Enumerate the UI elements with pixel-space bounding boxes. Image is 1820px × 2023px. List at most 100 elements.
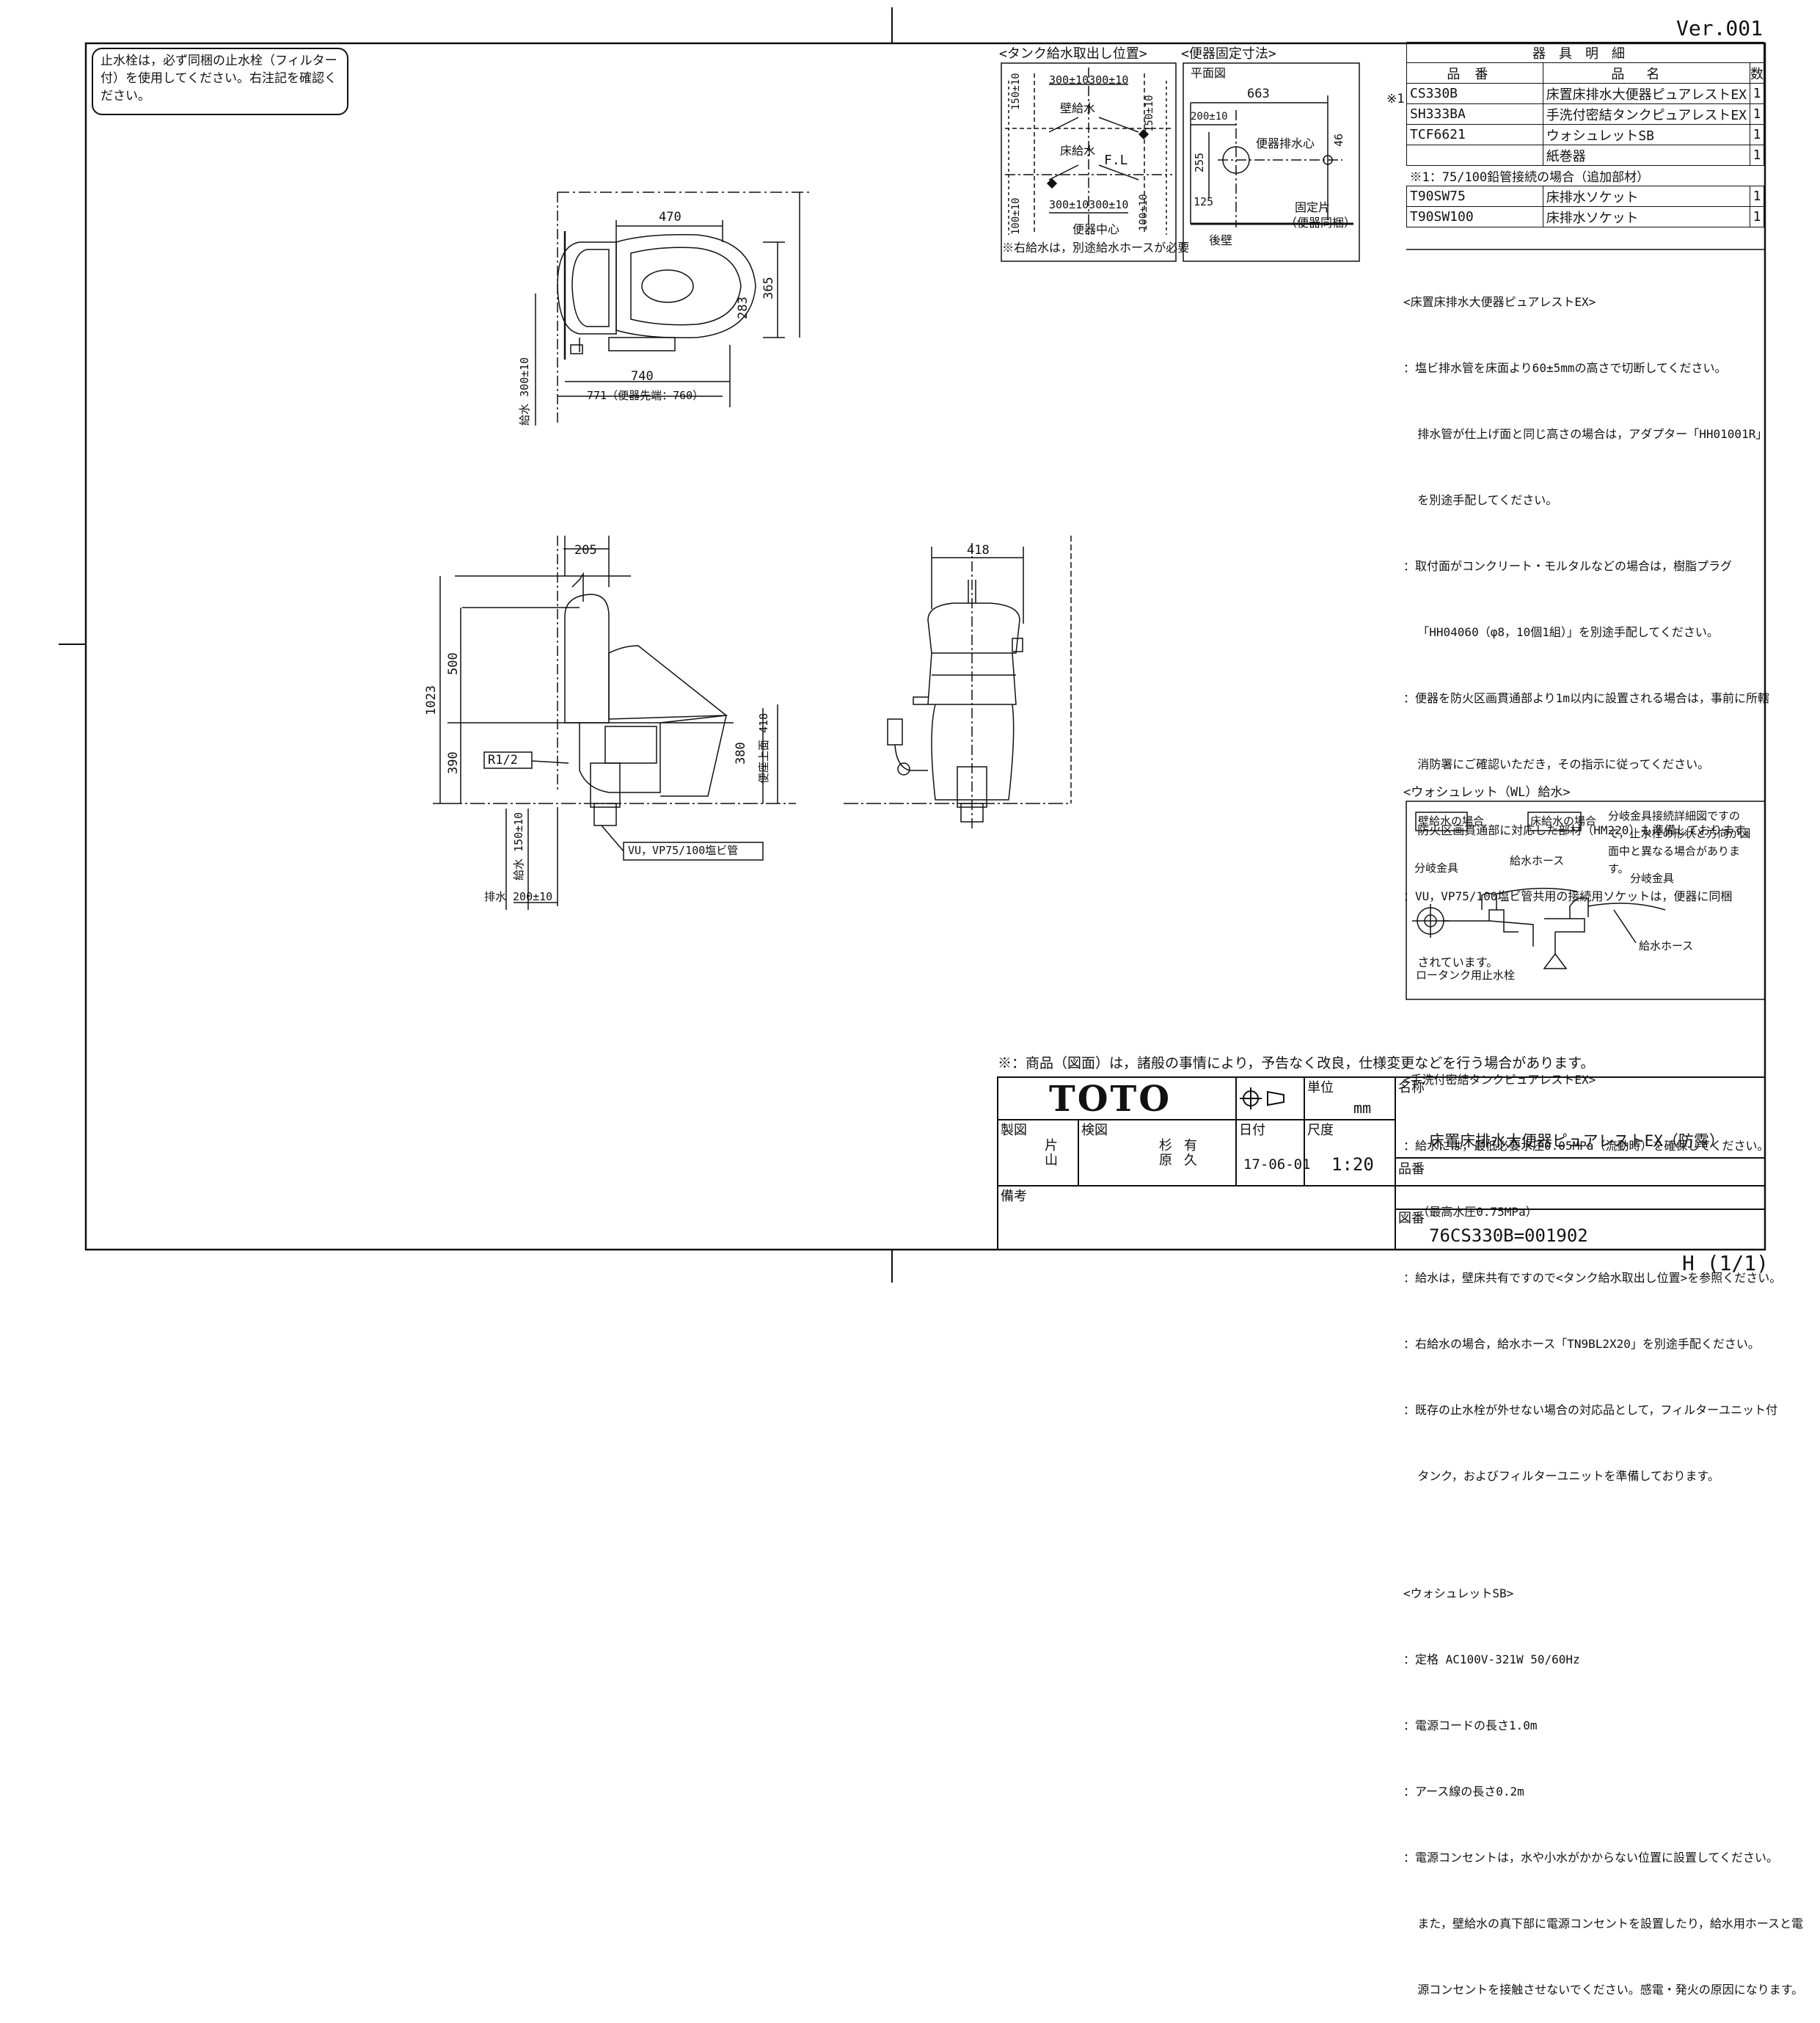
note-line: 排水管が仕上げ面と同じ高さの場合は，アダプター「HH01001R」 (1403, 427, 1768, 441)
plan-d771: 771（便器先端：760） (587, 389, 704, 402)
disclaimer: ※：商品（図面）は，諸般の事情により，予告なく改良，仕様変更などを行う場合があり… (998, 1055, 1595, 1071)
plan-d470: 470 (659, 210, 681, 225)
note-line: ：便器を防火区画貫通部より1m以内に設置される場合は，事前に所轄 (1403, 691, 1769, 705)
side-d500: 500 (446, 652, 461, 675)
parts-sub-title: ※1：75/100鉛管接続の場合（追加部材） (1406, 165, 1764, 186)
side-supply150: 給水 150±10 (512, 812, 525, 881)
row-qty: 1 (1750, 124, 1764, 145)
note-line (1403, 1018, 1767, 1025)
tank-dim-100b: 100±10 (1138, 194, 1150, 231)
fixing-663: 663 (1247, 87, 1270, 101)
fixing-200: 200±10 (1191, 111, 1228, 123)
note-line: ：塩ビ排水管を床面より60±5mmの高さで切断してください。 (1403, 361, 1727, 375)
row-qty: 1 (1750, 83, 1764, 104)
note-line: ：定格 AC100V-321W 50/60Hz (1403, 1652, 1580, 1666)
sheet-code: H (1/1) (1682, 1251, 1769, 1275)
note-line: 防火区画貫通部に対応した部材（HM220）も準備しております。 (1403, 823, 1756, 837)
scale-label: 尺度 (1307, 1123, 1334, 1138)
drawing-no-label: 図番 (1398, 1211, 1425, 1226)
side-d390: 390 (446, 751, 461, 774)
note-line: <手洗付密結タンクピュアレストEX> (1403, 1073, 1596, 1087)
version-label: Ver.001 (1676, 16, 1764, 40)
remarks-label: 備考 (1001, 1189, 1027, 1204)
fixing-piece: 固定片 (1295, 200, 1331, 214)
plan-d283: 283 (736, 296, 750, 319)
toilet-plan-view (535, 192, 811, 426)
plan-d365: 365 (761, 277, 776, 299)
note-line: を別途手配してください。 (1403, 493, 1558, 507)
note-line: タンク，およびフィルターユニットを準備しております。 (1403, 1469, 1720, 1483)
note-line: ：右給水の場合，給水ホース「TN9BL2X20」を別途手配ください。 (1403, 1337, 1760, 1351)
col-code: 品番 (1406, 62, 1543, 84)
row-code: SH333BA (1406, 103, 1543, 125)
tank-dim-bottom: 300±10300±10 (1049, 198, 1129, 211)
tank-note: ※右給水は，別途給水ホースが必要 (1002, 241, 1190, 255)
row-name: 紙巻器 (1542, 145, 1751, 166)
drawn-by: 片山 (1045, 1138, 1058, 1168)
fixing-125: 125 (1194, 195, 1214, 208)
row-code: CS330B (1406, 83, 1543, 104)
fixing-46: 46 (1332, 133, 1345, 147)
plan-supply300: 給水 300±10 (518, 357, 531, 426)
toilet-front-view (844, 536, 1072, 829)
row-qty: 1 (1750, 103, 1764, 125)
note-line: 「HH04060（φ8，10個1組）」を別途手配してください。 (1403, 625, 1719, 639)
tank-dim-150b: 150±10 (1144, 95, 1155, 132)
fixing-back-wall: 後壁 (1209, 233, 1233, 247)
tank-dim-150a: 150±10 (1010, 73, 1022, 110)
product-no-label: 品番 (1398, 1162, 1425, 1177)
wl-title: <ウォシュレット（WL）給水> (1403, 785, 1571, 800)
row-code (1406, 145, 1543, 166)
side-drain200: 排水 200±10 (484, 890, 553, 903)
fixing-title: <便器固定寸法> (1181, 46, 1276, 62)
tank-center: 便器中心 (1072, 222, 1120, 236)
row-name: ウォシュレットSB (1542, 124, 1751, 145)
checked-by-1: 杉原 (1159, 1138, 1172, 1168)
note-line: また，壁給水の真下部に電源コンセントを設置したり，給水用ホースと電 (1403, 1917, 1804, 1931)
row-name: 床置床排水大便器ピュアレストEX (1542, 83, 1751, 104)
note-line: ：電源コードの長さ1.0m (1403, 1718, 1538, 1732)
side-d418: 便座上面 418 (757, 712, 770, 784)
name-label: 名称 (1398, 1080, 1425, 1096)
unit-value: mm (1353, 1099, 1372, 1117)
plan-d740: 740 (631, 369, 654, 384)
toto-logo: TOTO (1049, 1079, 1172, 1120)
row-code: T90SW100 (1406, 206, 1543, 227)
col-qty: 数 (1750, 62, 1764, 84)
wl-wall: 壁給水の場合 (1418, 814, 1485, 828)
side-d380: 380 (734, 742, 748, 765)
note-line: ：給水には，最低必要水圧0.05MPa（流動時）を確保してください。 (1403, 1139, 1769, 1153)
note-line: ：給水は，壁床共有ですので<タンク給水取出し位置>を参照ください。 (1403, 1271, 1782, 1285)
wl-hose-left: 給水ホース (1510, 854, 1565, 867)
tank-dim-100a: 100±10 (1010, 197, 1022, 235)
drawn-label: 製図 (1001, 1123, 1027, 1138)
front-d418: 418 (967, 543, 990, 558)
date-value: 17-06-01 (1243, 1156, 1311, 1173)
unit-label: 単位 (1307, 1080, 1334, 1096)
tank-supply-detail (1001, 62, 1177, 262)
wl-note: 分岐金具接続詳細図ですので，止水栓の形状と方向が図面中と異なる場合があります。 (1608, 809, 1751, 875)
note-line: ：取付面がコンクリート・モルタルなどの場合は，樹脂プラグ (1403, 559, 1733, 573)
drawing-sheet (59, 7, 1766, 1283)
wl-floor: 床給水の場合 (1530, 814, 1597, 828)
wl-valve: ロータンク用止水栓 (1416, 969, 1516, 982)
wl-branch-right: 分岐金具 (1630, 872, 1675, 885)
note-line: ：VU，VP75/100塩ビ管共用の接続用ソケットは，便器に同梱 (1403, 889, 1733, 903)
tank-floor-supply: 床給水 (1060, 144, 1096, 158)
side-r12: R1/2 (488, 753, 518, 768)
note-line (1403, 1531, 1767, 1539)
row-code: T90SW75 (1406, 186, 1543, 207)
checked-by-2: 有久 (1184, 1138, 1197, 1168)
row-name: 床排水ソケット (1542, 186, 1751, 207)
note-line: ：アース線の長さ0.2m (1403, 1785, 1524, 1798)
tank-wall-supply: 壁給水 (1060, 101, 1096, 115)
checked-label: 検図 (1081, 1123, 1108, 1138)
parts-header: 器具明細 (1406, 42, 1764, 63)
toilet-side-view (433, 536, 796, 910)
valve-note: 止水栓は，必ず同梱の止水栓（フィルター付）を使用してください。右注記を確認くださ… (92, 48, 348, 115)
